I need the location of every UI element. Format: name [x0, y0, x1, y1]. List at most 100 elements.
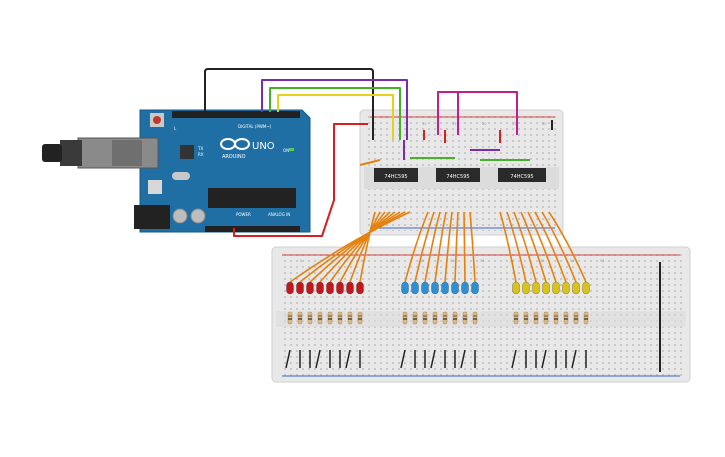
resistor-red-6[interactable] [337, 311, 343, 325]
resistor-yellow-8[interactable] [583, 311, 589, 325]
digital-pin-header[interactable] [172, 111, 300, 118]
arduino-wires[interactable] [204, 68, 518, 237]
blue-led-wire-3[interactable] [424, 211, 441, 283]
magenta-wire-1[interactable] [437, 91, 459, 135]
yellow-led-wire-8[interactable] [548, 211, 587, 283]
yellow-led-8[interactable] [582, 281, 590, 295]
red-led-wire-7[interactable] [349, 211, 381, 283]
yellow-led-4[interactable] [542, 281, 550, 295]
red-led-8[interactable] [356, 281, 364, 295]
resistor-red-4[interactable] [317, 311, 323, 325]
magenta-wire-2[interactable] [458, 91, 518, 135]
resistor-blue-8[interactable] [472, 311, 478, 325]
purple-data-wire[interactable] [261, 79, 408, 140]
red-led-wire-1[interactable] [289, 211, 411, 283]
yellow-led-7[interactable] [572, 281, 580, 295]
lower-column-number: 15 [360, 259, 364, 263]
resistor-yellow-3[interactable] [533, 311, 539, 325]
yellow-led-2[interactable] [522, 281, 530, 295]
yellow-led-wire-2[interactable] [506, 211, 527, 283]
blue-led-wire-1[interactable] [404, 211, 429, 283]
black-ground-wire[interactable] [204, 68, 374, 140]
blue-led-wire-6[interactable] [454, 211, 459, 283]
resistor-blue-5[interactable] [442, 311, 448, 325]
resistor-red-3[interactable] [307, 311, 313, 325]
ground-leg [511, 349, 517, 369]
shift-register-2[interactable]: 74HC595 [436, 168, 480, 182]
resistor-red-5[interactable] [327, 311, 333, 325]
led-signal-wires[interactable] [289, 211, 587, 283]
blue-led-4[interactable] [431, 281, 439, 295]
resistor-red-8[interactable] [357, 311, 363, 325]
resistor-blue-3[interactable] [422, 311, 428, 325]
resistor-blue-7[interactable] [462, 311, 468, 325]
yellow-led-wire-3[interactable] [513, 211, 537, 283]
red-led-wire-5[interactable] [329, 211, 391, 283]
resistor-yellow-4[interactable] [543, 311, 549, 325]
lower-column-number: 35 [480, 259, 484, 263]
blue-led-1[interactable] [401, 281, 409, 295]
resistor-blue-4[interactable] [432, 311, 438, 325]
dc-power-jack [134, 205, 170, 229]
yellow-led-3[interactable] [532, 281, 540, 295]
blue-led-7[interactable] [461, 281, 469, 295]
yellow-led-wire-5[interactable] [527, 211, 557, 283]
yellow-latch-wire[interactable] [277, 94, 394, 140]
resistor-blue-6[interactable] [452, 311, 458, 325]
red-led-wire-4[interactable] [319, 211, 396, 283]
shift-register-3[interactable]: 74HC595 [498, 168, 546, 182]
digital-label: DIGITAL (PWM~) [238, 124, 272, 129]
green-clock-wire[interactable] [269, 87, 401, 140]
resistor-yellow-2[interactable] [523, 311, 529, 325]
red-led-4[interactable] [316, 281, 324, 295]
red-led-1[interactable] [286, 281, 294, 295]
red-led-wire-6[interactable] [339, 211, 386, 283]
resistor-red-1[interactable] [287, 311, 293, 325]
shift-register-1[interactable]: 74HC595 [374, 168, 418, 182]
capacitor-2 [190, 208, 206, 224]
red-power-wire[interactable] [233, 123, 368, 237]
resistor-red-7[interactable] [347, 311, 353, 325]
blue-led-5[interactable] [441, 281, 449, 295]
red-led-3[interactable] [306, 281, 314, 295]
blue-led-wire-5[interactable] [444, 211, 453, 283]
red-led-7[interactable] [346, 281, 354, 295]
red-led-wire-2[interactable] [299, 211, 406, 283]
red-led-5[interactable] [326, 281, 334, 295]
capacitor-1 [172, 208, 188, 224]
blue-led-wire-8[interactable] [469, 211, 476, 283]
resistor-yellow-6[interactable] [563, 311, 569, 325]
arduino-uno-board[interactable]: ARDUINO UNO DIGITAL (PWM~) POWER ANALOG … [42, 109, 311, 233]
yellow-led-wire-6[interactable] [534, 211, 567, 283]
resistor-blue-2[interactable] [412, 311, 418, 325]
resistor-yellow-1[interactable] [513, 311, 519, 325]
lower-column-number: 55 [600, 259, 604, 263]
resistor-yellow-5[interactable] [553, 311, 559, 325]
power-analog-header[interactable] [205, 226, 300, 232]
yellow-led-wire-4[interactable] [520, 211, 547, 283]
resistor-red-2[interactable] [297, 311, 303, 325]
usb-connector [42, 137, 159, 169]
blue-led-3[interactable] [421, 281, 429, 295]
red-led-wire-8[interactable] [359, 211, 376, 283]
blue-led-8[interactable] [471, 281, 479, 295]
red-led-6[interactable] [336, 281, 344, 295]
reset-button-cap[interactable] [153, 116, 161, 124]
yellow-led-5[interactable] [552, 281, 560, 295]
yellow-led-6[interactable] [562, 281, 570, 295]
resistor-yellow-7[interactable] [573, 311, 579, 325]
blue-led-wire-7[interactable] [463, 211, 466, 283]
blue-led-6[interactable] [451, 281, 459, 295]
yellow-led-1[interactable] [512, 281, 520, 295]
blue-led-2[interactable] [411, 281, 419, 295]
arduino-logo [220, 138, 250, 150]
blue-led-wire-4[interactable] [434, 211, 447, 283]
upper-column-number: 30 [542, 122, 546, 126]
red-led-2[interactable] [296, 281, 304, 295]
yellow-led-wire-7[interactable] [541, 211, 577, 283]
ground-leg [400, 349, 406, 369]
blue-led-wire-2[interactable] [414, 211, 435, 283]
resistor-blue-1[interactable] [402, 311, 408, 325]
yellow-led-wire-1[interactable] [499, 211, 517, 283]
red-led-wire-3[interactable] [309, 211, 401, 283]
